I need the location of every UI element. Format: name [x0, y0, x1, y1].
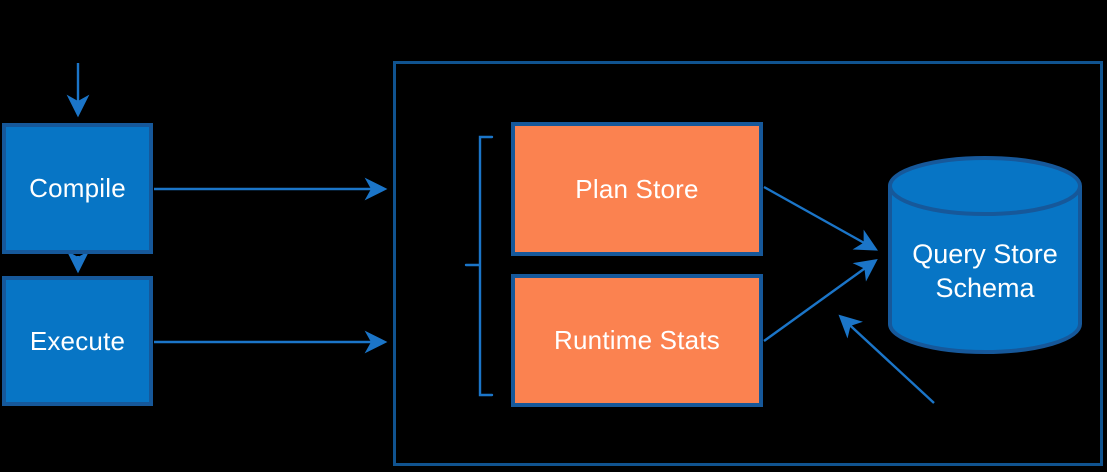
node-plan-store-label: Plan Store	[575, 173, 699, 204]
query-store-container-box	[393, 61, 1103, 466]
node-execute-label: Execute	[29, 325, 126, 356]
arrow-planstore-to-schema	[763, 185, 878, 251]
database-cylinder-icon	[888, 156, 1082, 354]
node-runtime-stats-label: Runtime Stats	[554, 325, 720, 355]
node-compile-label: Compile	[29, 173, 126, 203]
node-compile: Compile	[2, 123, 153, 254]
node-runtime-stats: Runtime Stats	[511, 274, 763, 407]
grouping-bracket	[464, 135, 494, 397]
node-execute: Execute	[2, 276, 153, 406]
arrow-runtimestats-to-schema	[763, 259, 878, 342]
arrow-bottom-to-schema	[838, 314, 935, 404]
node-plan-store: Plan Store	[511, 122, 763, 256]
node-query-store-schema-label: Query Store Schema	[912, 239, 1058, 303]
